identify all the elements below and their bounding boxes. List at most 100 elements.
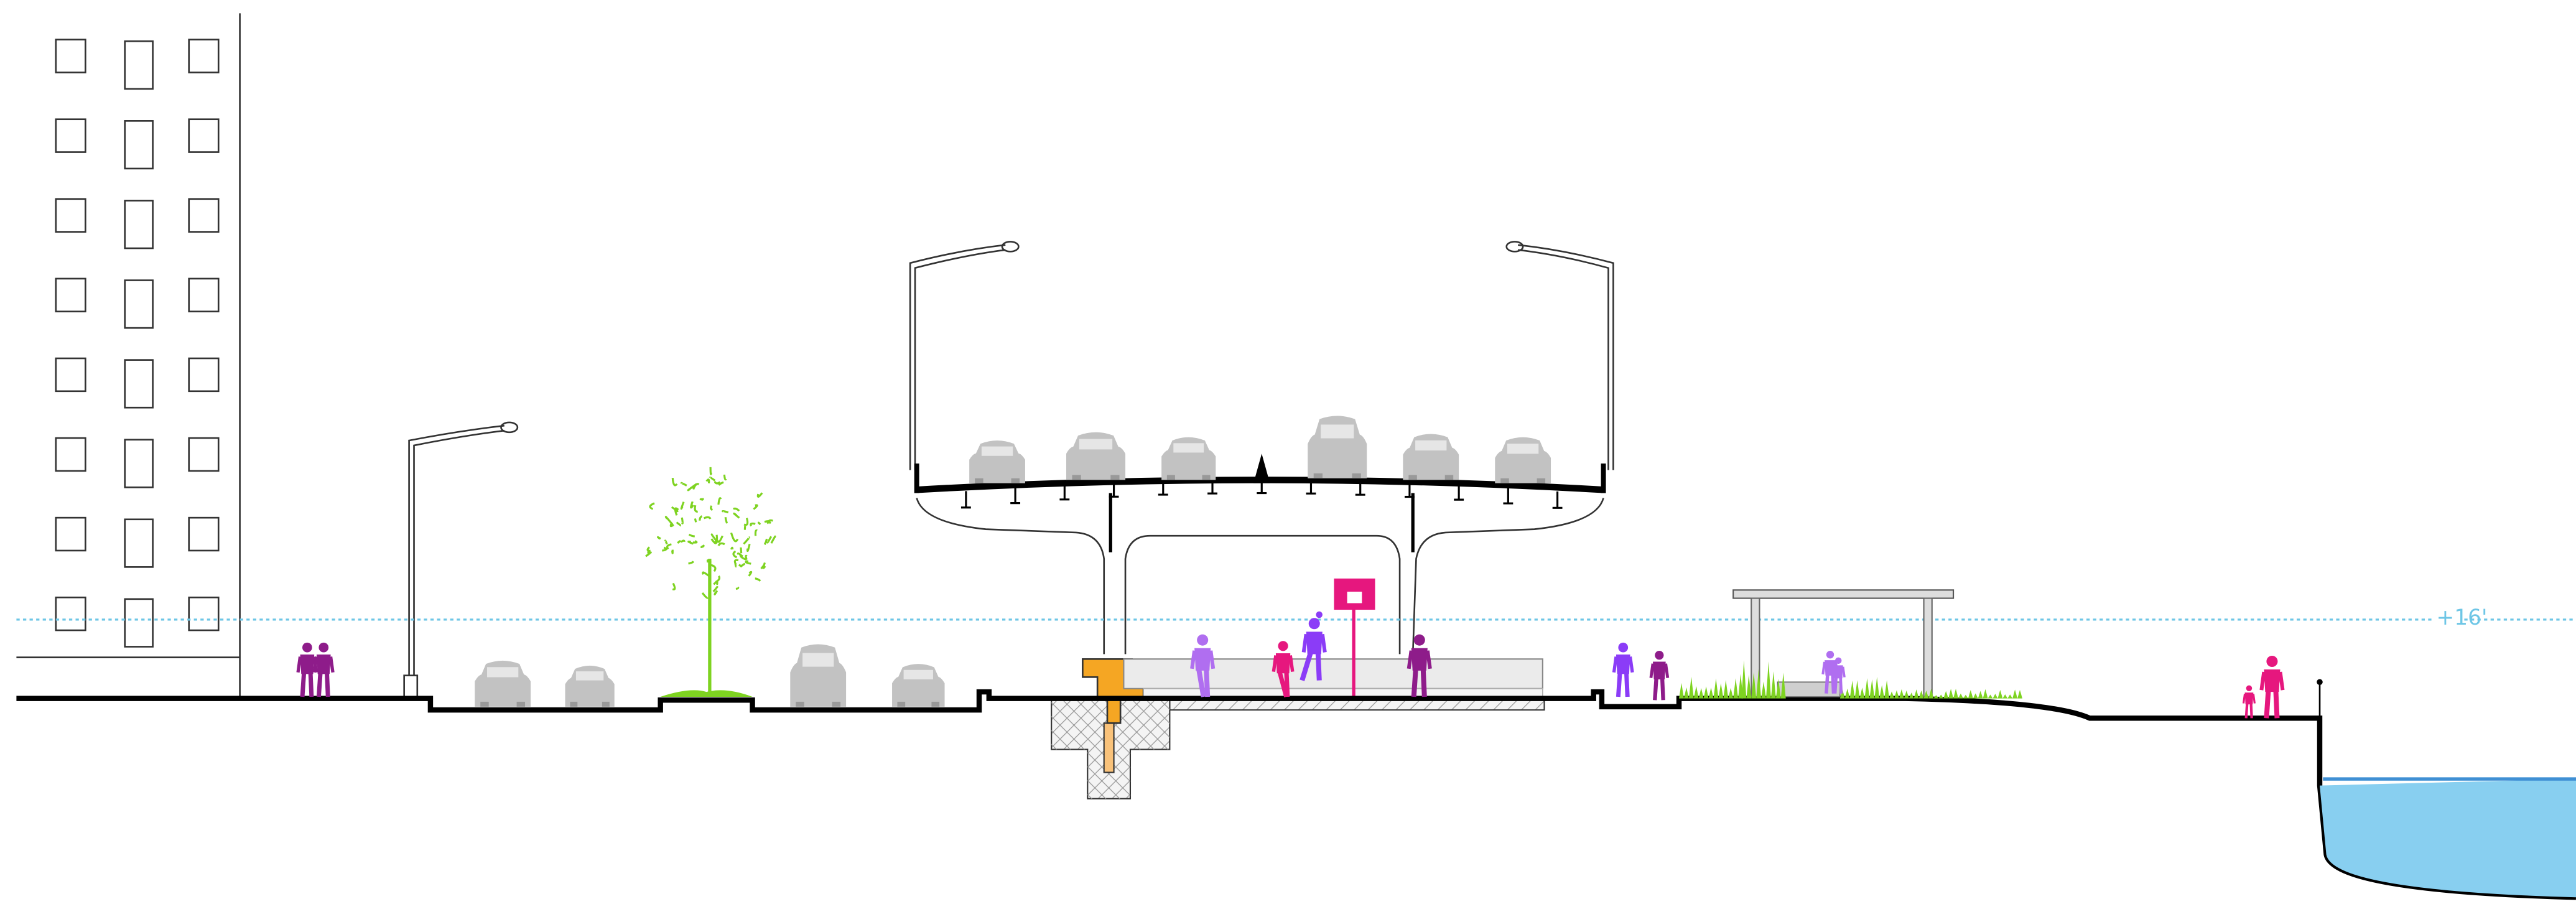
leaf-stroke: [714, 534, 718, 544]
leaf-stroke: [743, 536, 751, 545]
leaf-stroke: [688, 561, 694, 565]
car-icon: [1161, 437, 1216, 480]
leaf-stroke: [671, 478, 678, 487]
leaf-stroke: [671, 549, 674, 554]
street-lamp-icon: [403, 421, 519, 698]
planting-beds: [1679, 660, 2023, 699]
window-icon: [124, 279, 154, 329]
window-icon: [124, 200, 154, 249]
building-windows: [55, 39, 220, 648]
car-icon: [1495, 437, 1551, 483]
street-lamp-icon: [1505, 241, 1614, 470]
leaf-stroke: [687, 483, 697, 492]
person-icon: [312, 642, 335, 697]
tree-icon: [645, 467, 776, 697]
leaf-stroke: [687, 540, 694, 545]
leaf-stroke: [714, 590, 718, 595]
car-icon: [1403, 434, 1459, 480]
window-icon: [188, 437, 220, 472]
leaf-stroke: [680, 482, 687, 487]
window-icon: [188, 357, 220, 393]
leaf-stroke: [710, 533, 718, 542]
window-icon: [188, 516, 220, 552]
leaf-stroke: [717, 535, 723, 543]
planting: [1889, 688, 2023, 699]
leaf-stroke: [730, 532, 739, 543]
leaf-stroke: [646, 551, 651, 556]
vehicles: [475, 416, 1551, 707]
window-icon: [124, 439, 154, 488]
leaf-stroke: [700, 544, 705, 548]
window-icon: [124, 359, 154, 409]
flood-level-line: +16': [16, 605, 2576, 630]
planting: [1839, 676, 1890, 699]
window-icon: [55, 277, 86, 313]
leaf-stroke: [664, 539, 668, 545]
leaf-stroke: [746, 544, 751, 552]
person-icon: [2259, 655, 2285, 719]
leaf-stroke: [705, 478, 710, 483]
leaf-stroke: [766, 536, 773, 544]
person-icon: [1649, 651, 1670, 701]
leaf-stroke: [710, 505, 714, 511]
leaf-stroke: [656, 536, 661, 540]
leaf-stroke: [703, 516, 712, 520]
car-icon: [565, 665, 615, 707]
leaf-stroke: [677, 540, 681, 544]
leaf-stroke: [714, 481, 721, 485]
window-icon: [55, 118, 86, 153]
person-icon: [1300, 618, 1327, 681]
leaf-stroke: [666, 543, 672, 550]
leaf-stroke: [770, 535, 776, 544]
leaf-stroke: [753, 504, 758, 510]
person-icon: [1407, 634, 1432, 697]
car-icon: [969, 440, 1025, 483]
leaf-stroke: [750, 522, 756, 527]
window-icon: [55, 516, 86, 552]
window-icon: [188, 277, 220, 313]
leaf-stroke: [763, 538, 768, 545]
window-icon: [188, 596, 220, 631]
leaf-stroke: [718, 481, 724, 486]
leaf-stroke: [713, 581, 718, 585]
planting: [1741, 660, 1786, 699]
ground-profile: [16, 689, 2576, 900]
window-icon: [124, 518, 154, 568]
leaf-stroke: [768, 519, 773, 524]
elevated-highway: [914, 454, 1606, 655]
leaf-stroke: [735, 586, 740, 590]
water-icon: [2317, 679, 2576, 898]
leaf-stroke: [734, 563, 737, 568]
window-icon: [55, 357, 86, 393]
leaf-stroke: [717, 542, 725, 546]
leaf-stroke: [732, 550, 738, 559]
leaf-stroke: [755, 577, 761, 582]
leaf-stroke: [701, 592, 709, 599]
leaf-stroke: [694, 505, 698, 513]
leaf-stroke: [743, 518, 749, 526]
person-icon: [1612, 642, 1634, 697]
window-icon: [124, 40, 154, 90]
planting: [1679, 673, 1744, 699]
leaf-stroke: [694, 518, 697, 523]
car-icon: [892, 664, 945, 707]
basketball-hoop-icon: [1334, 578, 1375, 697]
leaf-stroke: [745, 560, 751, 565]
people: [296, 611, 2285, 719]
leaf-stroke: [730, 546, 734, 550]
leaf-stroke: [745, 554, 748, 561]
pier-foundation: [1051, 696, 1545, 799]
window-icon: [55, 198, 86, 233]
leaf-stroke: [722, 510, 729, 514]
person-icon: [1831, 657, 1846, 694]
person-icon: [2242, 685, 2256, 719]
car-icon: [1308, 416, 1367, 478]
leaf-stroke: [748, 571, 753, 577]
leaf-stroke: [690, 501, 694, 509]
flood-level-label: +16': [2437, 605, 2488, 630]
car-icon: [475, 660, 531, 707]
leaf-stroke: [732, 507, 740, 512]
leaf-stroke: [680, 539, 686, 543]
leaf-stroke: [649, 502, 655, 510]
